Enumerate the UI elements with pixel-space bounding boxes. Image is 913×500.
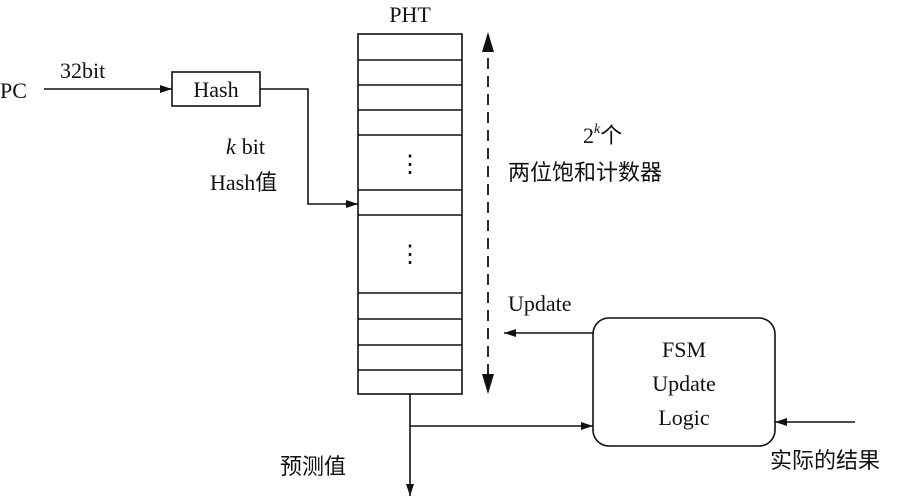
hash-block-label: Hash <box>193 77 238 102</box>
prediction-label: 预测值 <box>280 455 346 480</box>
fsm-line2: Update <box>652 371 716 396</box>
fsm-line1: FSM <box>662 337 706 362</box>
counter-count-base: 2 <box>583 123 594 148</box>
fsm-line3: Logic <box>658 405 710 430</box>
hash-output-bit: bit <box>242 134 265 159</box>
hash-output-value: Hash值 <box>210 170 277 195</box>
pht-rows <box>358 59 462 371</box>
counter-count-suffix: 个 <box>600 124 622 149</box>
counter-count-exp: k <box>594 122 601 137</box>
pht-ellipsis-bottom: ⋮ <box>398 242 422 268</box>
pht-table <box>357 33 463 395</box>
pc-label: PC <box>0 78 27 103</box>
fsm-update-logic-block <box>592 317 776 447</box>
range-arrowhead-bottom <box>482 374 494 394</box>
counter-count-label: 2k个 <box>583 122 622 149</box>
hash-to-pht-arrow <box>260 88 358 208</box>
actual-result-label: 实际的结果 <box>770 449 880 474</box>
bitwidth-label: 32bit <box>60 58 105 83</box>
update-label: Update <box>508 291 572 316</box>
range-arrowhead-top <box>482 32 494 52</box>
counter-desc: 两位饱和计数器 <box>508 161 662 186</box>
pht-title: PHT <box>389 2 431 27</box>
pht-ellipsis-top: ⋮ <box>398 152 422 178</box>
hash-output-var: k <box>226 134 237 159</box>
